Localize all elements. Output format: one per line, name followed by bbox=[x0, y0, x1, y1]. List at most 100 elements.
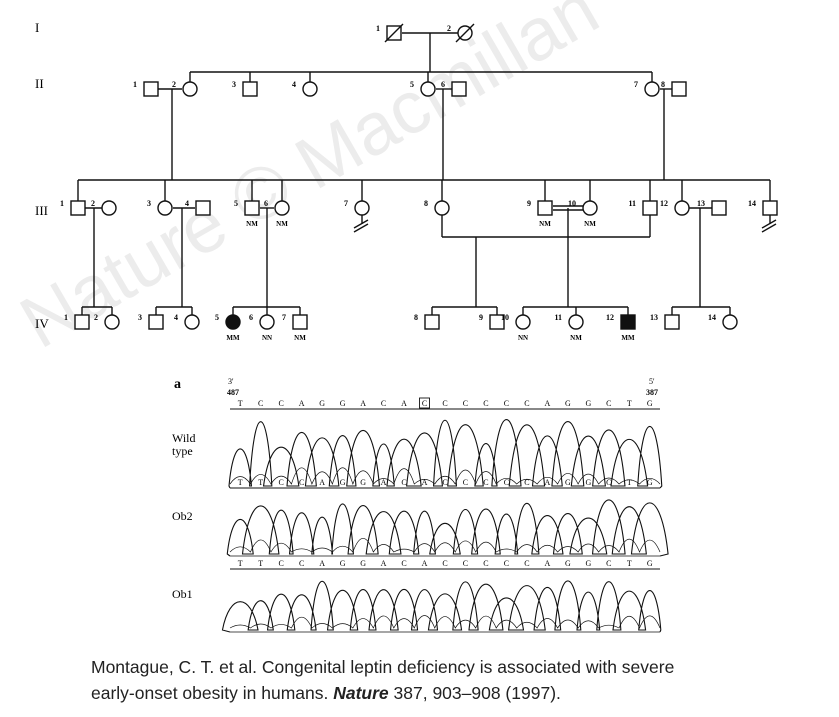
female-symbol bbox=[259, 314, 275, 330]
base-letter: C bbox=[606, 559, 611, 568]
base-letter: G bbox=[647, 399, 653, 408]
female-symbol bbox=[420, 81, 436, 97]
individual-IV-13: 13 bbox=[650, 313, 680, 330]
individual-number: 2 bbox=[172, 80, 176, 89]
genotype-label: MM bbox=[621, 334, 635, 342]
deceased-slash bbox=[455, 23, 475, 43]
male-symbol bbox=[664, 314, 680, 330]
individual-III-3: 3 bbox=[147, 199, 173, 216]
base-letter: A bbox=[401, 399, 407, 408]
base-letter: C bbox=[299, 559, 304, 568]
base-letter: A bbox=[319, 478, 325, 487]
base-letter: T bbox=[258, 478, 263, 487]
base-letter: T bbox=[627, 399, 632, 408]
individual-number: 3 bbox=[138, 313, 142, 322]
individual-III-4: 4 bbox=[185, 199, 211, 216]
base-letter: A bbox=[299, 399, 305, 408]
base-letter: C bbox=[279, 399, 284, 408]
male-symbol bbox=[242, 81, 258, 97]
left-end-position: 487 bbox=[227, 388, 239, 397]
individual-II-6: 6 bbox=[441, 80, 467, 97]
individual-number: 5 bbox=[410, 80, 414, 89]
base-letter: C bbox=[279, 478, 284, 487]
base-letter: C bbox=[504, 399, 509, 408]
caption-line-2-pre: early-onset obesity in humans. bbox=[91, 683, 334, 703]
base-letter: A bbox=[544, 559, 550, 568]
base-letter: T bbox=[238, 478, 243, 487]
base-letter: A bbox=[544, 399, 550, 408]
female-symbol bbox=[644, 81, 660, 97]
base-letter: G bbox=[565, 399, 571, 408]
genotype-label: NM bbox=[584, 220, 596, 228]
individual-II-8: 8 bbox=[661, 80, 687, 97]
caption-line-2: early-onset obesity in humans. Nature 38… bbox=[91, 680, 831, 706]
individual-III-2: 2 bbox=[91, 199, 117, 216]
individual-number: 2 bbox=[94, 313, 98, 322]
base-letter: G bbox=[319, 399, 325, 408]
male-symbol bbox=[711, 200, 727, 216]
individual-IV-2: 2 bbox=[94, 313, 120, 330]
base-letter: C bbox=[279, 559, 284, 568]
individual-number: 12 bbox=[606, 313, 614, 322]
base-letter: G bbox=[340, 478, 346, 487]
male-symbol bbox=[195, 200, 211, 216]
base-letter: G bbox=[585, 399, 591, 408]
caption-line-2-post: 387, 903–908 (1997). bbox=[388, 683, 561, 703]
base-letter: C bbox=[463, 399, 468, 408]
base-letter: G bbox=[340, 559, 346, 568]
individual-II-3: 3 bbox=[232, 80, 258, 97]
base-letter: T bbox=[627, 478, 632, 487]
base-letter: C bbox=[606, 399, 611, 408]
individual-number: 11 bbox=[554, 313, 562, 322]
individual-III-12: 12 bbox=[660, 199, 690, 216]
individual-number: 8 bbox=[424, 199, 428, 208]
base-letter: A bbox=[422, 559, 428, 568]
individual-II-5: 5 bbox=[410, 80, 436, 97]
mutation-box bbox=[419, 397, 430, 409]
right-end-position: 387 bbox=[646, 388, 658, 397]
individual-number: 10 bbox=[501, 313, 509, 322]
individual-III-14: 14 bbox=[748, 199, 778, 216]
individual-III-7: 7 bbox=[344, 199, 370, 216]
male-symbol bbox=[424, 314, 440, 330]
female-symbol bbox=[104, 314, 120, 330]
base-letter: C bbox=[442, 399, 447, 408]
base-letter: G bbox=[340, 399, 346, 408]
individual-number: 2 bbox=[91, 199, 95, 208]
female-symbol bbox=[434, 200, 450, 216]
female-symbol bbox=[674, 200, 690, 216]
individual-II-2: 2 bbox=[172, 80, 198, 97]
female-symbol bbox=[274, 200, 290, 216]
generation-label-III: III bbox=[35, 203, 48, 218]
individual-III-1: 1 bbox=[60, 199, 86, 216]
track-label: type bbox=[172, 444, 193, 458]
individual-number: 13 bbox=[697, 199, 705, 208]
individual-number: 1 bbox=[133, 80, 137, 89]
generation-label-I: I bbox=[35, 20, 39, 35]
male-symbol bbox=[143, 81, 159, 97]
male-symbol bbox=[642, 200, 658, 216]
individual-number: 14 bbox=[708, 313, 716, 322]
male-symbol bbox=[671, 81, 687, 97]
individual-II-7: 7 bbox=[634, 80, 660, 97]
individual-III-13: 13 bbox=[697, 199, 727, 216]
base-letter: C bbox=[524, 478, 529, 487]
individual-number: 8 bbox=[661, 80, 665, 89]
individual-IV-6: 6NN bbox=[249, 313, 275, 342]
peak-trace bbox=[221, 580, 662, 633]
male-symbol bbox=[762, 200, 778, 216]
watermark: Nature © Macmillan bbox=[7, 0, 612, 364]
female-symbol bbox=[568, 314, 584, 330]
male-symbol bbox=[292, 314, 308, 330]
base-letter: A bbox=[544, 478, 550, 487]
individual-I-2: 2 bbox=[447, 23, 475, 43]
female-symbol bbox=[225, 314, 241, 330]
individual-number: 9 bbox=[527, 199, 531, 208]
base-letter: G bbox=[585, 559, 591, 568]
base-letter: G bbox=[565, 559, 571, 568]
base-letter: G bbox=[647, 478, 653, 487]
genotype-label: NN bbox=[518, 334, 528, 342]
